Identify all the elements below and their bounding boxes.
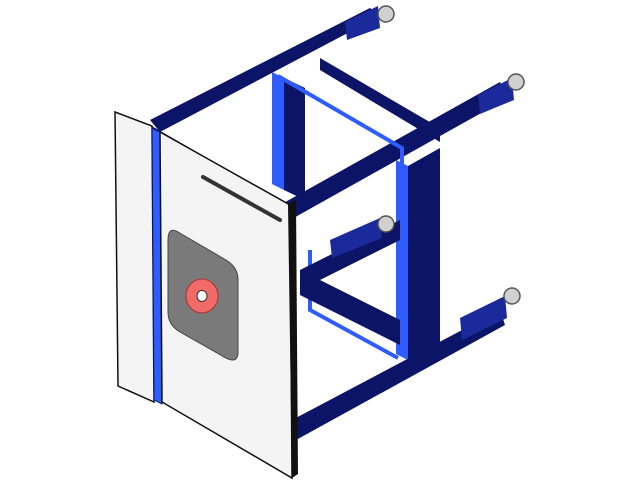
leveling-foot-icon <box>377 5 395 23</box>
frame-inner-box-top <box>276 74 404 165</box>
leveling-feet <box>377 5 525 305</box>
frame-rail-top-rear <box>150 8 380 132</box>
leveling-foot-icon <box>503 287 521 305</box>
frame-leg-front-right <box>408 148 440 362</box>
frame-rail-extension-rear <box>345 6 380 40</box>
frame-rail-bottom-right <box>292 310 505 440</box>
leveling-foot-icon <box>377 215 395 233</box>
frame-leg-back-left-face <box>284 78 305 200</box>
frame-leg-inner-right <box>396 160 408 360</box>
tabletop-side-panel <box>114 110 155 404</box>
frame-leg-back-left <box>272 72 284 190</box>
router-bit-hole <box>196 290 208 302</box>
frame-rail-extension-bottom <box>460 296 507 340</box>
tabletop-front-edge <box>288 200 298 478</box>
frame-rail-extension-right <box>478 78 514 114</box>
frame-rail-lower-cross <box>300 270 400 345</box>
fence-slot <box>201 175 282 222</box>
frame-rail-top-right <box>280 82 508 220</box>
tabletop <box>114 110 298 480</box>
frame-rail-top-cross-back <box>320 58 440 142</box>
frame-rail-extension-lower <box>330 218 382 258</box>
tabletop-blue-edge <box>151 127 163 405</box>
leveling-foot-icon <box>507 73 525 91</box>
